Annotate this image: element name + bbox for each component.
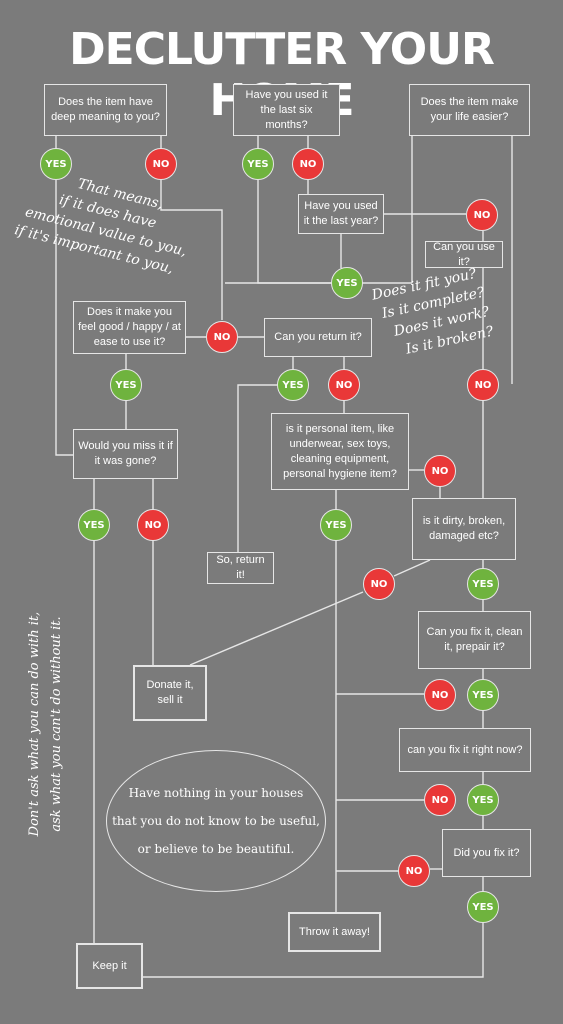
question-can-use: Can you use it?: [425, 241, 503, 268]
outcome-keep-it: Keep it: [76, 943, 143, 989]
no-marker: NO: [292, 148, 324, 180]
question-personal-item: is it personal item, like underwear, sex…: [271, 413, 409, 490]
quote-line: or believe to be beautiful.: [137, 842, 295, 856]
side-quote-line: ask what you can't do without it.: [49, 616, 64, 832]
yes-marker: YES: [110, 369, 142, 401]
quote-line: that you do not know to be useful,: [112, 814, 320, 828]
quote-ellipse: Have nothing in your houses that you do …: [106, 750, 326, 892]
yes-marker: YES: [320, 509, 352, 541]
yes-marker: YES: [467, 679, 499, 711]
outcome-throw-away: Throw it away!: [288, 912, 381, 952]
yes-marker: YES: [331, 267, 363, 299]
no-marker: NO: [424, 679, 456, 711]
question-feel-good: Does it make you feel good / happy / at …: [73, 301, 186, 354]
yes-marker: YES: [277, 369, 309, 401]
no-marker: NO: [206, 321, 238, 353]
question-did-fix: Did you fix it?: [442, 829, 531, 877]
no-marker: NO: [466, 199, 498, 231]
yes-marker: YES: [78, 509, 110, 541]
yes-marker: YES: [40, 148, 72, 180]
question-life-easier: Does the item make your life easier?: [409, 84, 530, 136]
question-can-fix: Can you fix it, clean it, prepair it?: [418, 611, 531, 669]
question-used-last-year: Have you used it the last year?: [298, 194, 384, 234]
side-quote-line: Don't ask what you can do with it,: [27, 611, 42, 837]
no-marker: NO: [145, 148, 177, 180]
yes-marker: YES: [242, 148, 274, 180]
question-dirty-broken: is it dirty, broken, damaged etc?: [412, 498, 516, 560]
no-marker: NO: [467, 369, 499, 401]
outcome-donate-sell: Donate it, sell it: [133, 665, 207, 721]
no-marker: NO: [398, 855, 430, 887]
question-deep-meaning: Does the item have deep meaning to you?: [44, 84, 167, 136]
yes-marker: YES: [467, 891, 499, 923]
outcome-return-it: So, return it!: [207, 552, 274, 584]
no-marker: NO: [424, 784, 456, 816]
yes-marker: YES: [467, 568, 499, 600]
no-marker: NO: [363, 568, 395, 600]
question-used-six-months: Have you used it the last six months?: [233, 84, 340, 136]
quote-line: Have nothing in your houses: [128, 786, 304, 800]
no-marker: NO: [328, 369, 360, 401]
yes-marker: YES: [467, 784, 499, 816]
no-marker: NO: [424, 455, 456, 487]
no-marker: NO: [137, 509, 169, 541]
question-fix-now: can you fix it right now?: [399, 728, 531, 772]
question-can-return: Can you return it?: [264, 318, 372, 357]
question-miss-it: Would you miss it if it was gone?: [73, 429, 178, 479]
